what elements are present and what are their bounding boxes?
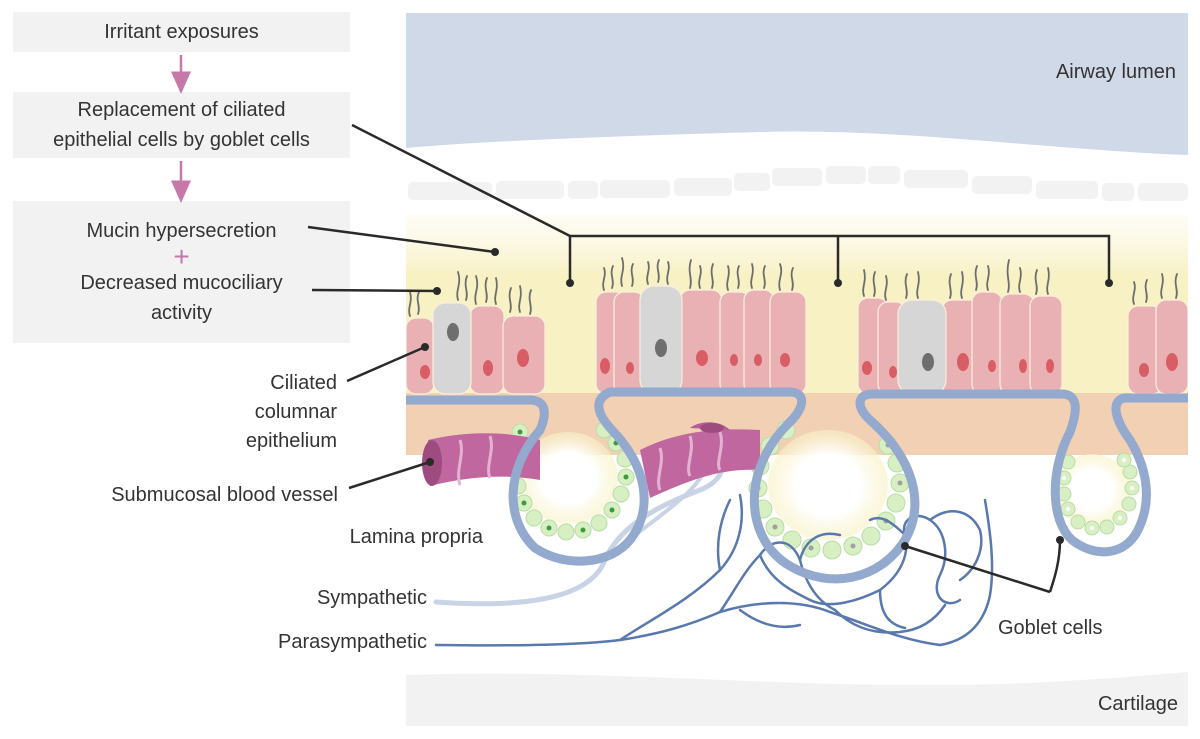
leader-lines [307,123,1111,594]
mucus-strands [408,166,1188,201]
label-blood-vessel: Submucosal blood vessel [111,484,338,506]
label-parasympathetic: Parasympathetic [278,631,427,653]
flow-box-replacement: Replacement of ciliated epithelial cells… [13,92,350,158]
cell-nuclei [420,323,1178,379]
cilia [408,257,1178,317]
flow-box-mucin: Mucin hypersecretion + Decreased mucocil… [13,201,350,343]
label-ciliated-1: Ciliated [270,372,337,394]
label-ciliated-2: columnar [254,401,337,423]
airway-lumen-region [406,13,1188,155]
label-goblet-cells: Goblet cells [998,617,1103,639]
basement-membrane [406,387,1188,584]
flow-text-replacement-2: epithelial cells by goblet cells [53,129,310,151]
parasympathetic-nerve [434,493,994,647]
label-cartilage: Cartilage [1097,693,1178,715]
label-airway-lumen: Airway lumen [1055,61,1176,83]
flow-text-mucin: Mucin hypersecretion [86,220,277,242]
flow-text-replacement-1: Replacement of ciliated [77,99,286,121]
flow-plus-sign: + [173,241,190,272]
flow-text-irritant: Irritant exposures [104,21,259,43]
label-ciliated-3: epithelium [245,430,337,452]
label-lamina-propria: Lamina propria [349,526,483,548]
flow-text-decreased-1: Decreased mucociliary [80,272,283,294]
cartilage-region [406,672,1188,726]
label-ciliated-epithelium: Ciliated columnar epithelium [246,369,337,456]
flow-text-decreased-2: activity [150,302,213,324]
sympathetic-nerve [433,452,726,607]
flow-box-irritant: Irritant exposures [13,12,350,52]
submucosal-blood-vessel [422,422,760,498]
label-sympathetic: Sympathetic [316,587,427,609]
